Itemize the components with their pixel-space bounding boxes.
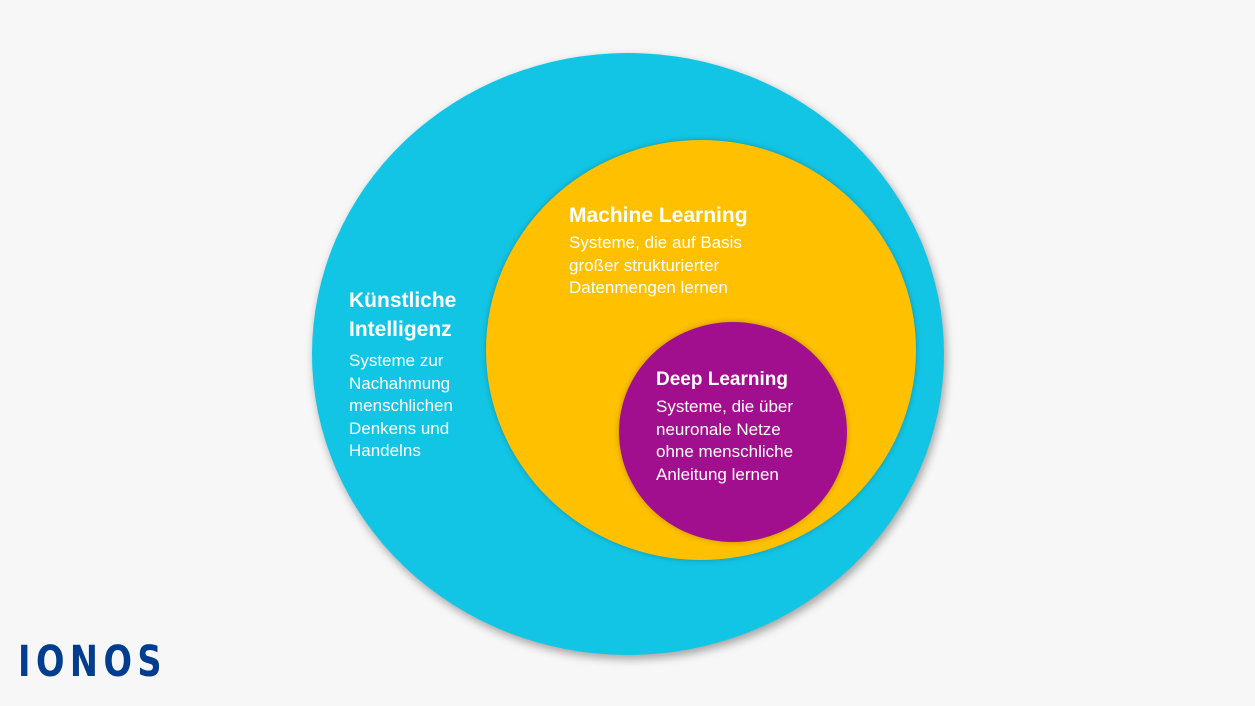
ml-description: Systeme, die auf Basis großer strukturie… bbox=[569, 233, 742, 297]
ml-title: Machine Learning bbox=[569, 204, 748, 227]
dl-label: Deep Learning Systeme, die über neuronal… bbox=[656, 366, 793, 486]
ai-title: Künstliche Intelligenz bbox=[349, 289, 457, 341]
dl-description: Systeme, die über neuronale Netze ohne m… bbox=[656, 397, 794, 484]
inner-circle-deep-learning bbox=[619, 322, 847, 542]
ionos-logo: IONOS bbox=[18, 637, 168, 687]
ai-label: Künstliche Intelligenz Systeme zur Nacha… bbox=[349, 286, 456, 463]
ml-label: Machine Learning Systeme, die auf Basis … bbox=[569, 201, 748, 300]
ai-description: Systeme zur Nachahmung menschlichen Denk… bbox=[349, 351, 453, 460]
dl-title: Deep Learning bbox=[656, 369, 788, 390]
